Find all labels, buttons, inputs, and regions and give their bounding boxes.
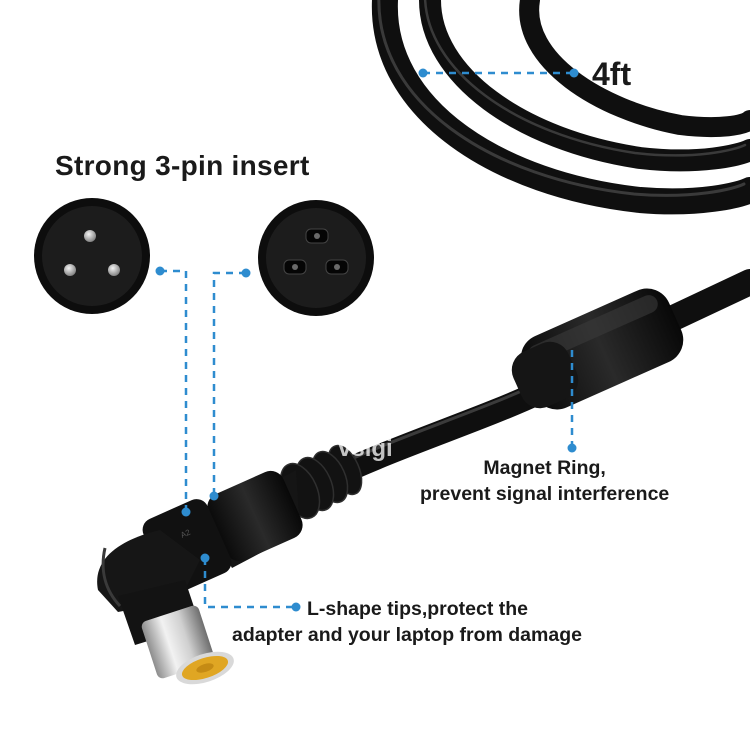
watermark: vsigi (338, 435, 393, 462)
l-shape-label-line2: adapter and your laptop from damage (232, 624, 582, 646)
magnet-ring-label: Magnet Ring, prevent signal interference (420, 455, 669, 507)
pin-icon (64, 264, 76, 276)
magnet-label-line1: Magnet Ring, (483, 457, 606, 479)
cable-coil (371, 0, 750, 215)
magnet-label-line2: prevent signal interference (420, 483, 670, 505)
male-plug-face (34, 198, 150, 314)
connector-body: A2 (97, 470, 303, 612)
l-shape-label-line1: L-shape tips,protect the (307, 598, 529, 620)
magnet-ring (511, 288, 684, 410)
plug-barrel (118, 580, 234, 685)
pin-icon (108, 264, 120, 276)
cable-length-label: 4ft (592, 56, 632, 92)
female-socket-face (258, 200, 374, 316)
callout-lines (160, 71, 574, 609)
l-shape-label: L-shape tips,protect the adapter and you… (232, 596, 582, 648)
pin-icon (84, 230, 96, 242)
callout-dots (155, 68, 579, 612)
svg-text:A2: A2 (179, 527, 192, 539)
pin-insert-title: Strong 3-pin insert (55, 150, 310, 181)
